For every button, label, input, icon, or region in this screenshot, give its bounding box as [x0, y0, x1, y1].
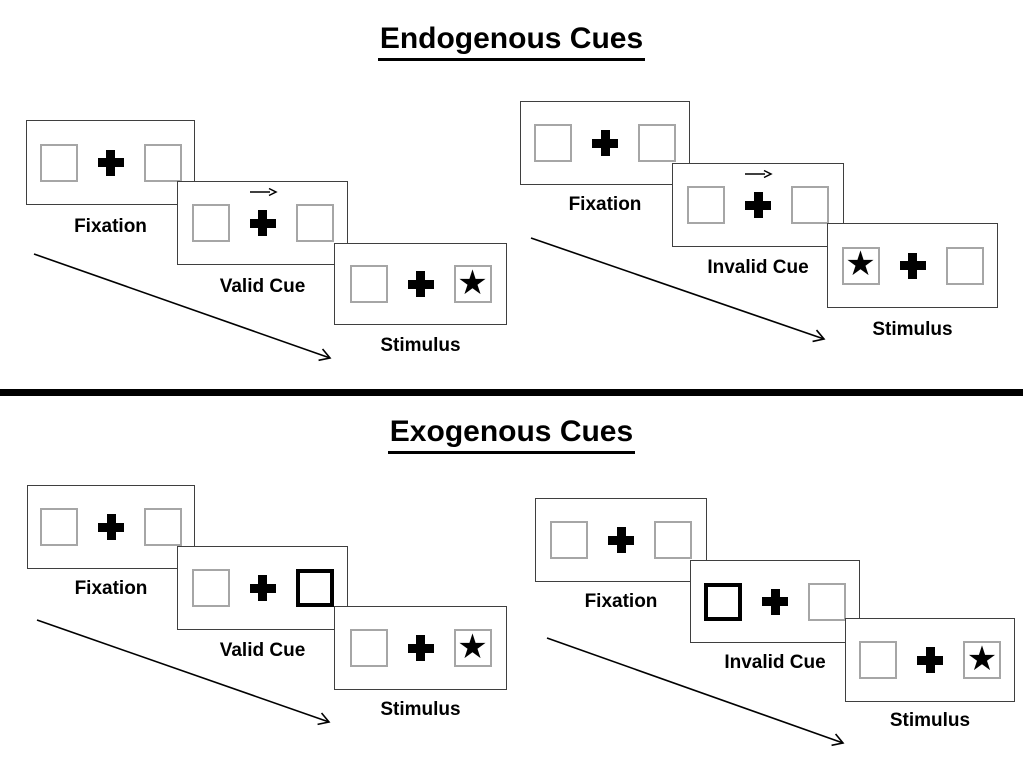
panel-label: Fixation: [584, 591, 658, 612]
stimulus-panel: ★: [334, 243, 507, 325]
right-box-with-target: ★: [453, 262, 492, 303]
left-box: [550, 521, 588, 559]
timeline-arrow-endogenous-invalid: [530, 237, 826, 343]
fixation-cross-icon: [97, 149, 124, 176]
invalid-cue-panel: [690, 560, 860, 643]
section-title-exogenous: Exogenous Cues: [0, 415, 1023, 454]
panel-label: Valid Cue: [219, 276, 306, 297]
panel-label: Valid Cue: [219, 640, 306, 661]
left-box: [349, 629, 388, 667]
timeline-arrow-exogenous-valid: [36, 619, 331, 726]
fixation-panel: [27, 485, 195, 569]
left-box-with-target: ★: [841, 244, 880, 285]
right-box: [945, 246, 984, 285]
fixation-cross-icon: [592, 130, 618, 156]
fixation-panel: [535, 498, 707, 582]
right-box: [808, 582, 846, 621]
right-box-highlighted-cue: [295, 569, 334, 607]
panel-label: Stimulus: [889, 710, 971, 731]
panel-label: Fixation: [74, 216, 147, 237]
panel-label: Fixation: [568, 194, 642, 215]
right-box: [791, 186, 829, 224]
section-title-endogenous: Endogenous Cues: [0, 22, 1023, 61]
right-box: [638, 124, 676, 162]
star-target-icon: ★: [845, 244, 876, 284]
fixation-cross-icon: [249, 575, 276, 601]
fixation-cross-icon: [407, 271, 434, 297]
right-box-with-target: ★: [963, 641, 1001, 679]
panel-label: Stimulus: [872, 319, 953, 340]
panel-label: Invalid Cue: [707, 257, 809, 278]
fixation-cross-icon: [917, 647, 943, 673]
left-box: [859, 641, 897, 679]
left-box-highlighted-cue: [704, 582, 742, 621]
panel-label: Stimulus: [380, 699, 461, 720]
panel-label: Invalid Cue: [724, 652, 826, 673]
fixation-cross-icon: [249, 210, 276, 236]
left-box: [191, 204, 230, 242]
stimulus-panel: ★: [334, 606, 507, 690]
stimulus-panel: ★: [845, 618, 1015, 702]
right-box: [143, 143, 182, 182]
right-box: [295, 204, 334, 242]
valid-cue-panel: [177, 181, 348, 265]
right-box: [654, 521, 692, 559]
fixation-panel: [26, 120, 195, 205]
cue-arrow-right-icon: [249, 187, 278, 197]
panel-label: Fixation: [74, 578, 148, 599]
fixation-cross-icon: [899, 252, 926, 279]
left-box: [349, 265, 388, 303]
star-target-icon: ★: [457, 626, 488, 667]
fixation-panel: [520, 101, 690, 185]
fixation-cross-icon: [608, 527, 634, 553]
fixation-cross-icon: [407, 635, 434, 661]
fixation-cross-icon: [745, 192, 771, 218]
section-title-text: Endogenous Cues: [377, 22, 646, 61]
left-box: [39, 143, 78, 182]
fixation-cross-icon: [98, 514, 124, 540]
timeline-arrow-endogenous-valid: [33, 253, 332, 362]
fixation-cross-icon: [762, 588, 788, 615]
invalid-cue-panel: [672, 163, 844, 247]
right-box-with-target: ★: [453, 626, 492, 667]
panel-label: Stimulus: [380, 335, 461, 356]
left-box: [191, 569, 230, 607]
section-divider-line: [0, 389, 1023, 396]
left-box: [687, 186, 725, 224]
valid-cue-panel: [177, 546, 348, 630]
right-box: [144, 508, 182, 546]
left-box: [40, 508, 78, 546]
section-title-text: Exogenous Cues: [387, 415, 636, 454]
star-target-icon: ★: [966, 638, 998, 679]
left-box: [534, 124, 572, 162]
cue-arrow-right-icon: [745, 169, 773, 179]
stimulus-panel: ★: [827, 223, 998, 308]
star-target-icon: ★: [457, 262, 488, 303]
